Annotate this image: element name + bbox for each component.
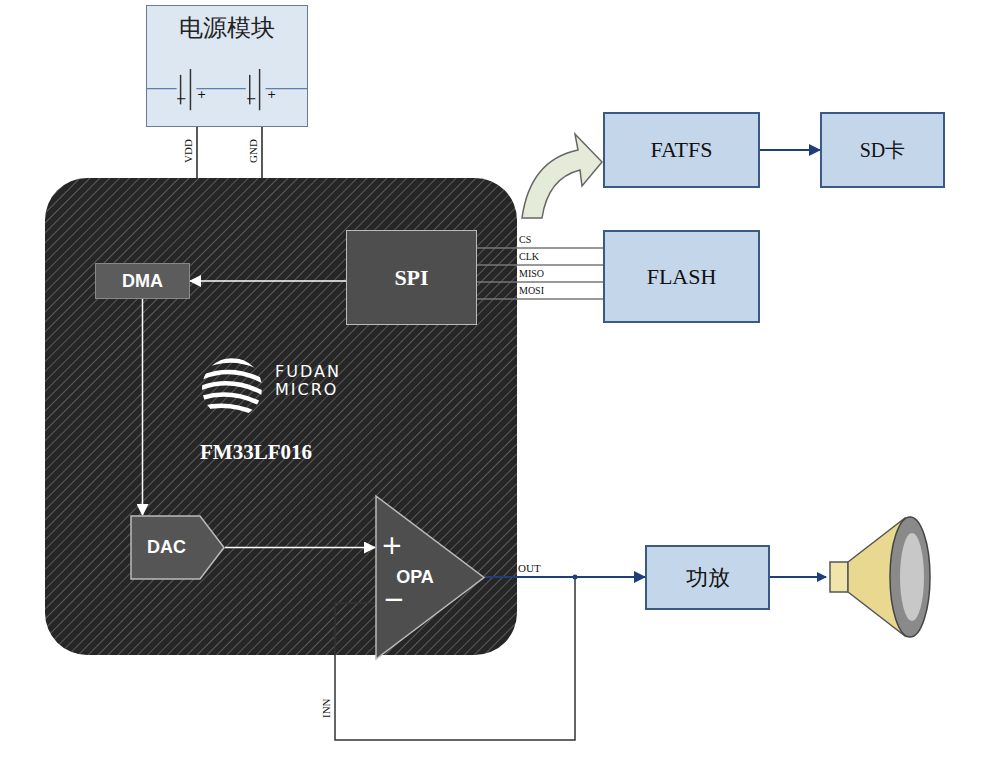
polarity-sign: − [246, 92, 257, 105]
speaker-symbol [830, 517, 930, 637]
amplifier-box: 功放 [645, 545, 770, 610]
signal-label: CLK [519, 252, 539, 262]
node-text: FLASH [647, 264, 717, 290]
connector [190, 280, 346, 282]
connector [477, 247, 603, 249]
power-module-box: 电源模块 [146, 5, 308, 127]
node-text: 功放 [686, 563, 730, 593]
node-text: FATFS [651, 137, 713, 163]
polarity-sign: + [197, 89, 206, 100]
curved-arrow [522, 134, 602, 218]
polarity-sign: − [383, 586, 405, 612]
node-text: DAC [147, 537, 186, 558]
chip-outline: FUDAN MICRO FM33LF016 DMA SPI DAC OPA [45, 178, 517, 655]
node-text: 电源模块 [179, 12, 275, 44]
sd-card-box: SD卡 [820, 112, 945, 188]
pin-label: INN [321, 698, 332, 718]
connector [760, 149, 820, 151]
connector [477, 264, 603, 266]
spi-block: SPI [346, 230, 477, 325]
vendor-logo [196, 350, 268, 420]
signal-label: MISO [519, 269, 544, 279]
node-text: SPI [394, 265, 428, 291]
signal-label: MOSI [519, 286, 544, 296]
connector [477, 281, 603, 283]
connector [225, 547, 375, 549]
opamp-triangle: OPA [375, 495, 485, 660]
dma-block: DMA [95, 263, 190, 299]
feedback-wire [335, 577, 575, 740]
flash-box: FLASH [603, 230, 760, 323]
connector [142, 299, 144, 515]
fatfs-box: FATFS [603, 112, 760, 188]
dac-block: DAC [130, 515, 225, 580]
node-text: SD卡 [860, 137, 906, 164]
node-text: DMA [122, 271, 163, 292]
polarity-sign: + [267, 89, 276, 100]
connector [261, 127, 263, 178]
connector [485, 576, 645, 578]
signal-label: GND [248, 139, 259, 163]
node-text: FM33LF016 [200, 440, 312, 465]
polarity-sign: − [176, 92, 187, 105]
node-text: FUDAN MICRO [275, 363, 355, 400]
connector [477, 298, 603, 300]
node-text: OPA [396, 567, 434, 588]
signal-label: VDD [183, 139, 194, 163]
speaker-arrow [770, 576, 826, 578]
signal-label: OUT [518, 563, 541, 574]
connector [196, 127, 198, 178]
signal-label: CS [519, 235, 531, 245]
polarity-sign: + [381, 532, 403, 558]
